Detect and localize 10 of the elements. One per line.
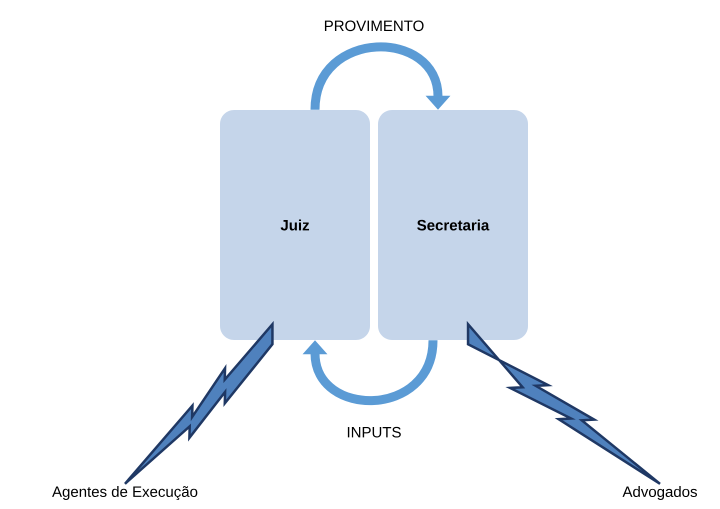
process-box: Juiz <box>220 110 370 340</box>
lightning-bolt <box>124 320 274 486</box>
curved-arrow <box>302 340 438 405</box>
node-label: Advogados <box>622 486 697 500</box>
node-label: Agentes de Execução <box>52 486 198 500</box>
lightning-bolt <box>466 320 662 486</box>
edge-label: INPUTS <box>344 424 404 440</box>
curved-arrow <box>310 42 450 110</box>
edge-label: PROVIMENTO <box>322 18 426 34</box>
process-box: Secretaria <box>378 110 528 340</box>
